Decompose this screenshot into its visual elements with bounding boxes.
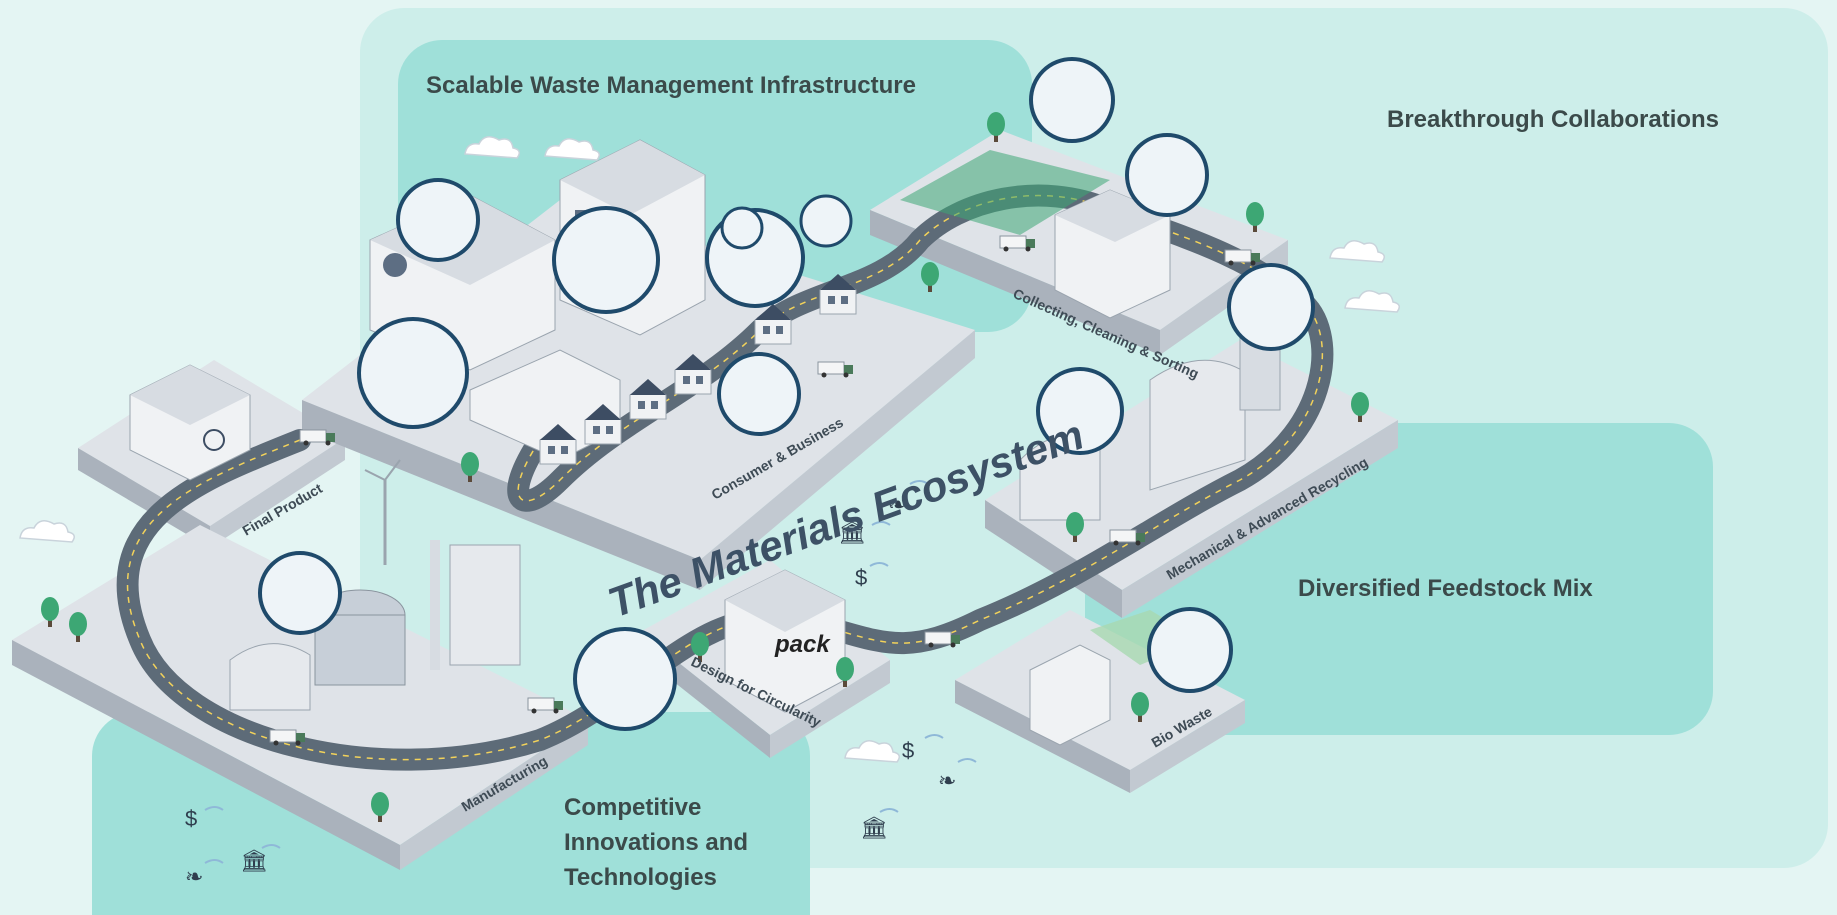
cloud-icon xyxy=(544,138,600,161)
cloud-icon xyxy=(1329,240,1385,263)
innovations-line-1: Competitive xyxy=(564,794,702,821)
park xyxy=(900,150,1110,235)
leaf-icon: ❧ xyxy=(185,864,203,889)
doctor-person-icon xyxy=(396,178,480,262)
farmer-icon xyxy=(1147,607,1233,693)
recycling-person-icon xyxy=(552,206,660,314)
dollar-icon: $ xyxy=(185,806,197,831)
cloud-icon xyxy=(844,740,900,763)
region-title-collaborations: Breakthrough Collaborations xyxy=(1387,106,1720,133)
bottle-icon xyxy=(720,206,764,250)
region-title-innovations: Competitive Innovations and Technologies xyxy=(564,790,804,895)
designer-icon xyxy=(573,627,677,731)
cloud-icon xyxy=(19,520,75,543)
region-title-waste: Scalable Waste Management Infrastructure xyxy=(426,72,916,99)
bank-icon: 🏛 xyxy=(240,848,268,873)
illustration-circles xyxy=(258,57,1315,731)
sorting-facility xyxy=(1054,189,1171,319)
dollar-icon: $ xyxy=(855,565,867,590)
collaboration-people-icon xyxy=(1029,57,1115,143)
wind-icon xyxy=(204,480,977,864)
bottles-icon xyxy=(1227,263,1315,351)
warehouse-final-product xyxy=(129,364,251,481)
collector-icon xyxy=(1125,133,1209,217)
bank-icon: 🏛 xyxy=(838,520,866,545)
cloud-icon xyxy=(1344,290,1400,313)
region-title-feedstock: Diversified Feedstock Mix xyxy=(1298,575,1593,602)
cloud-icon xyxy=(464,136,520,159)
pack-sign: pack xyxy=(774,631,831,658)
shredder-icon xyxy=(1036,367,1124,455)
tree-icon xyxy=(921,262,939,292)
bank-icon: 🏛 xyxy=(860,815,888,840)
innovations-line-2: Innovations and xyxy=(564,829,749,856)
leaf-icon: ❧ xyxy=(938,768,956,793)
manufacturing-plant xyxy=(229,459,521,711)
innovations-line-3: Technologies xyxy=(564,864,717,891)
conveyor-icon xyxy=(258,551,342,635)
pack-building: pack xyxy=(724,569,846,713)
shopping-person-icon xyxy=(357,317,469,429)
bottle-icon xyxy=(799,194,853,248)
person-icon xyxy=(717,352,801,436)
leaf-icon: ❧ xyxy=(888,492,906,517)
dollar-icon: $ xyxy=(902,738,914,763)
